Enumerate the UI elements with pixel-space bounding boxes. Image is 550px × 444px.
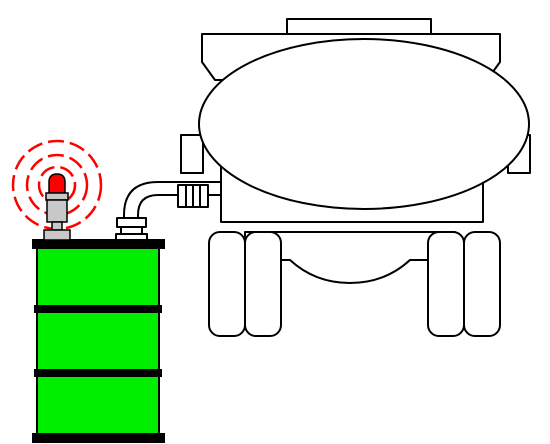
beacon-cap — [45, 192, 69, 201]
drum-inlet-flange — [120, 226, 143, 235]
alarm-beacon-icon — [11, 139, 103, 241]
tanker-truck-rear-icon — [180, 18, 531, 337]
tank-body — [198, 38, 530, 210]
tank-left-bracket — [180, 134, 204, 174]
drum-body — [36, 247, 160, 435]
drum-top-rim — [32, 239, 165, 249]
drum-inlet-valve — [116, 217, 147, 228]
rear-wheel-right-outer — [463, 231, 501, 337]
transfer-hose-icon — [115, 181, 222, 241]
rear-wheel-right-inner — [427, 231, 465, 337]
beacon-base — [43, 229, 71, 241]
drum-band-lower — [34, 369, 162, 377]
beacon-neck — [51, 221, 63, 231]
drum-band-upper — [34, 305, 162, 313]
oil-drum-icon — [32, 239, 165, 443]
rear-wheel-left-inner — [244, 231, 282, 337]
drum-bottom-rim — [32, 433, 165, 443]
rear-wheel-left-outer — [208, 231, 246, 337]
truck-chassis — [244, 231, 456, 284]
beacon-body — [46, 199, 68, 223]
beacon-light — [48, 173, 66, 194]
